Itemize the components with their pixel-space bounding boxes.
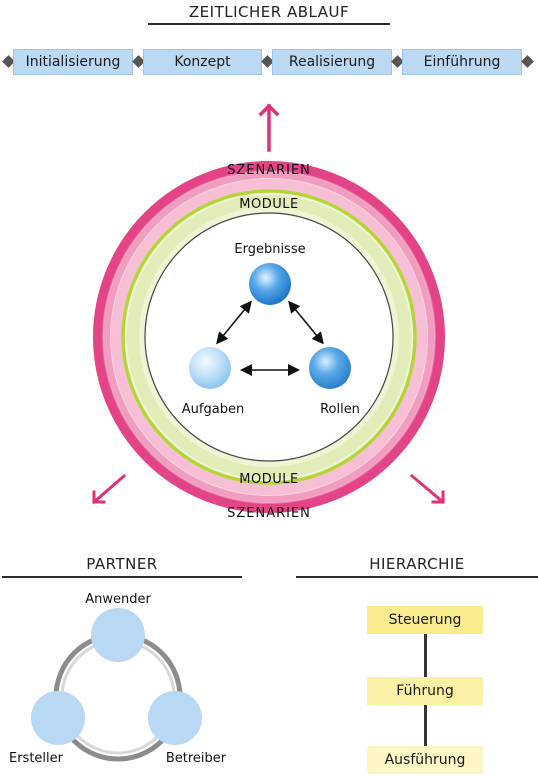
module-label-bottom: MODULE <box>239 472 298 487</box>
hierarchie-level-steuerung: Steuerung <box>367 606 483 634</box>
partner-node-anwender <box>91 608 145 662</box>
ring-diagram: SZENARIEN MODULE MODULE SZENARIEN Ergebn… <box>91 103 446 521</box>
partner-label-ersteller: Ersteller <box>9 751 64 766</box>
hierarchie-level-ausfuehrung: Ausführung <box>367 746 483 774</box>
arrow-ergebnisse-rollen <box>288 300 324 345</box>
partner-node-ersteller <box>31 691 85 745</box>
label-ergebnisse: Ergebnisse <box>234 242 305 257</box>
outer-arrow-bottom-left <box>91 473 127 505</box>
timeline-title-rule <box>148 23 390 25</box>
hierarchie-level-fuehrung: Führung <box>367 677 483 705</box>
outer-ring-stroke <box>93 161 445 513</box>
arrow-ergebnisse-aufgaben <box>216 300 252 345</box>
partner-diagram: Anwender Ersteller Betreiber <box>9 592 227 766</box>
szenarien-label-bottom: SZENARIEN <box>227 506 311 521</box>
partner-node-betreiber <box>148 691 202 745</box>
label-aufgaben: Aufgaben <box>182 402 244 417</box>
timeline-title: ZEITLICHER ABLAUF <box>188 3 350 21</box>
phase-einfuehrung: Einführung <box>402 49 522 75</box>
phase-realisierung: Realisierung <box>272 49 392 75</box>
inner-circle <box>144 212 394 462</box>
phase-initialisierung: Initialisierung <box>13 49 133 75</box>
module-label-top: MODULE <box>239 197 298 212</box>
hierarchie-title-rule <box>296 576 538 578</box>
partner-label-betreiber: Betreiber <box>166 751 227 766</box>
node-rollen <box>309 347 351 389</box>
phase-konzept: Konzept <box>143 49 262 75</box>
outer-arrow-bottom-right <box>409 473 446 505</box>
timeline-diamond-4 <box>521 55 534 68</box>
partner-title: PARTNER <box>86 555 158 573</box>
node-aufgaben <box>189 347 231 389</box>
szenarien-label-top: SZENARIEN <box>227 163 311 178</box>
middle-ring-stroke <box>121 189 417 485</box>
partner-title-rule <box>2 576 242 578</box>
hierarchie-title: HIERARCHIE <box>369 555 465 573</box>
partner-label-anwender: Anwender <box>85 592 151 607</box>
label-rollen: Rollen <box>320 402 360 417</box>
outer-arrow-top <box>258 103 280 152</box>
node-ergebnisse <box>249 263 291 305</box>
